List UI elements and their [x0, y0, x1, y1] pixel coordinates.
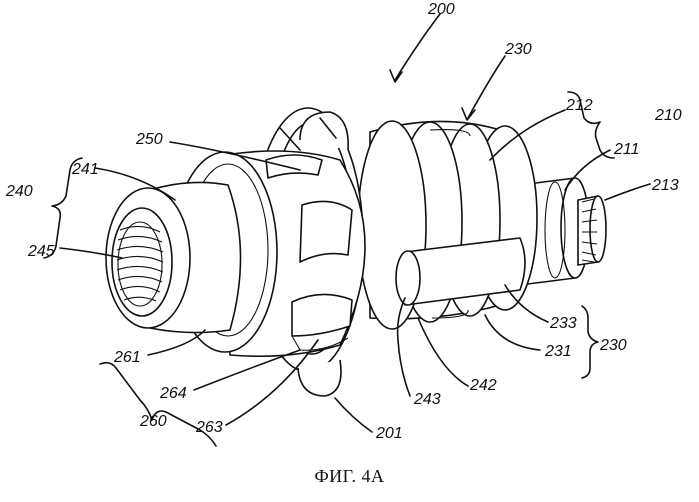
label-200: 200	[427, 1, 455, 18]
label-210: 210	[654, 107, 682, 124]
label-213: 213	[651, 177, 679, 194]
label-263: 263	[195, 419, 223, 436]
label-243: 243	[413, 391, 441, 408]
label-245: 245	[27, 243, 55, 260]
label-230-top: 230	[504, 41, 532, 58]
label-261: 261	[113, 349, 141, 366]
label-231: 231	[544, 343, 572, 360]
label-230-right: 230	[599, 337, 627, 354]
knurled-tip-213	[578, 196, 606, 265]
label-212: 212	[565, 97, 593, 114]
label-242: 242	[469, 377, 497, 394]
label-233: 233	[549, 315, 577, 332]
label-250: 250	[135, 131, 163, 148]
label-211: 211	[613, 141, 640, 158]
label-260: 260	[139, 413, 167, 430]
label-240: 240	[5, 183, 33, 200]
label-241: 241	[71, 161, 99, 178]
label-201: 201	[375, 425, 403, 442]
label-264: 264	[159, 385, 187, 402]
figure-caption: ФИГ. 4А	[0, 466, 699, 487]
